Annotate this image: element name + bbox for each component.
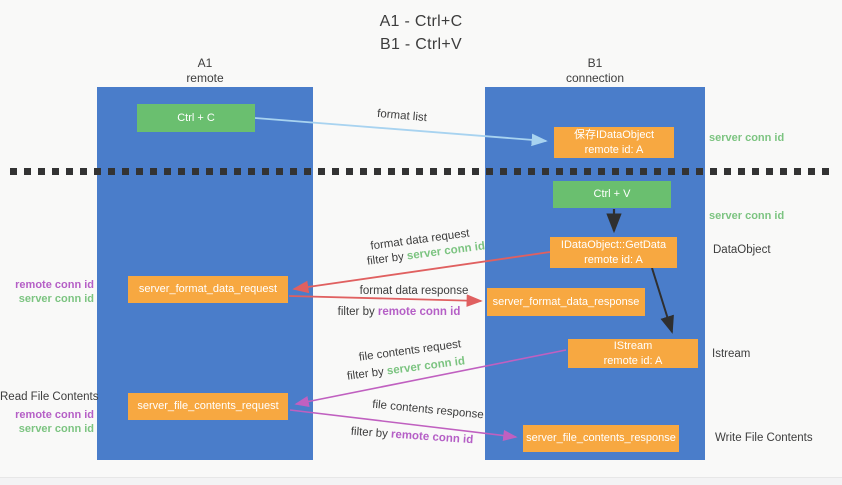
column-header-b1: B1 connection (485, 56, 705, 86)
annotation-write-file-contents: Write File Contents (715, 432, 813, 444)
box-save-idataobject: 保存IDataObject remote id: A (554, 127, 674, 158)
column-a1-subtitle: remote (186, 71, 224, 85)
annotation-server-conn-id-file: server conn id (18, 423, 94, 436)
filter-key-remote-conn-id: remote conn id (377, 306, 461, 318)
box-server-file-contents-response: server_file_contents_response (523, 425, 679, 452)
box-server-file-contents-response-label: server_file_contents_response (526, 432, 676, 445)
title-line-2: B1 - Ctrl+V (380, 36, 462, 54)
box-server-format-data-response: server_format_data_response (487, 288, 645, 316)
annotation-dataobject: DataObject (713, 244, 771, 256)
annotation-server-conn-id-mid: server conn id (709, 210, 785, 222)
box-server-file-contents-request-label: server_file_contents_request (137, 400, 279, 413)
annotation-server-conn-id-format: server conn id (18, 293, 94, 306)
column-b1-subtitle: connection (565, 71, 625, 85)
filter-prefix: filter by (366, 250, 408, 268)
column-b1-name: B1 (587, 56, 603, 70)
filter-prefix: filter by (337, 306, 378, 318)
box-idataobject-getdata-line1: IDataObject::GetData (560, 239, 667, 252)
label-file-contents-response: file contents response (372, 399, 485, 422)
box-istream-line1: IStream (613, 340, 653, 353)
label-format-data-response: format data response (360, 285, 469, 297)
diagram-title: A1 - Ctrl+C B1 - Ctrl+V (0, 10, 842, 56)
box-server-format-data-request: server_format_data_request (128, 276, 288, 303)
annotation-read-file-contents: Read File Contents (0, 391, 99, 403)
title-line-1: A1 - Ctrl+C (379, 13, 463, 30)
annotation-server-conn-id-top: server conn id (709, 132, 785, 144)
box-server-format-data-response-label: server_format_data_response (492, 295, 640, 308)
box-istream: IStream remote id: A (568, 339, 698, 368)
label-format-list: format list (377, 108, 428, 124)
session-divider-dotted-line (10, 168, 836, 175)
filter-key-remote-conn-id: remote conn id (390, 428, 474, 447)
column-a1-name: A1 (197, 56, 213, 70)
box-save-idataobject-line2: remote id: A (584, 143, 644, 156)
box-server-file-contents-request: server_file_contents_request (128, 393, 288, 420)
column-header-a1: A1 remote (97, 56, 313, 86)
page-bottom-edge (0, 477, 842, 485)
label-format-list-text: format list (376, 107, 428, 125)
filter-prefix: filter by (350, 425, 392, 441)
annotation-left-format-ids: remote conn id server conn id (0, 278, 94, 307)
box-idataobject-getdata-line2: remote id: A (584, 253, 643, 266)
label-file-contents-response-text: file contents response (371, 398, 485, 422)
box-istream-line2: remote id: A (603, 354, 663, 367)
box-idataobject-getdata: IDataObject::GetData remote id: A (550, 237, 677, 268)
filter-prefix: filter by (346, 365, 388, 383)
label-filter-remote-conn-file: filter by remote conn id (350, 426, 473, 447)
box-ctrl-v: Ctrl + V (553, 181, 671, 208)
box-ctrl-c: Ctrl + C (137, 104, 255, 132)
annotation-istream: Istream (712, 348, 751, 360)
box-ctrl-c-label: Ctrl + C (177, 111, 215, 124)
label-format-data-response-text: format data response (359, 285, 469, 297)
annotation-left-file-ids: Read File Contents remote conn id server… (0, 390, 99, 437)
annotation-remote-conn-id-file: remote conn id (15, 408, 94, 421)
box-ctrl-v-label: Ctrl + V (593, 188, 631, 201)
box-server-format-data-request-label: server_format_data_request (138, 283, 278, 296)
label-filter-remote-conn-format: filter by remote conn id (338, 306, 461, 318)
box-save-idataobject-line1: 保存IDataObject (573, 129, 655, 142)
annotation-remote-conn-id-format: remote conn id (15, 279, 94, 291)
